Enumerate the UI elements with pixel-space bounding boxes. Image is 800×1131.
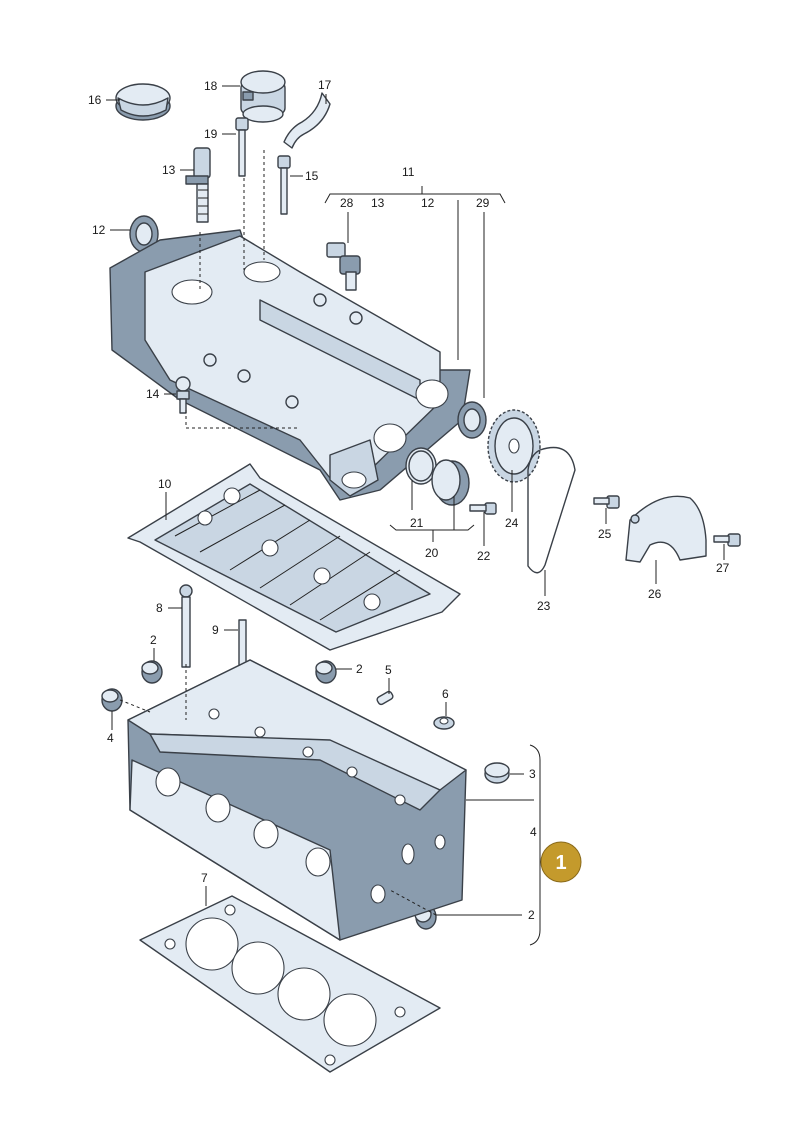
- callout-13b: 13: [371, 196, 385, 210]
- sealing-plug-4: [101, 688, 123, 712]
- callout-12b: 12: [421, 196, 435, 210]
- callout-8: 8: [156, 601, 163, 615]
- hall-sensor: [326, 242, 361, 291]
- ball-stud: [175, 376, 191, 414]
- end-cap: [431, 459, 470, 506]
- callout-21: 21: [410, 516, 424, 530]
- main-item-badge[interactable]: 1: [540, 841, 582, 883]
- callout-4a: 4: [107, 731, 114, 745]
- toothed-belt: [527, 446, 576, 574]
- callout-18: 18: [204, 79, 218, 93]
- callout-23: 23: [537, 599, 551, 613]
- shaft-seal: [457, 401, 487, 439]
- callout-labels: 16 18 17 19 13 15 11 28 13 12 29 12 14 1…: [88, 78, 730, 922]
- bolt-22: [469, 502, 497, 515]
- dowel-pin: [376, 690, 394, 706]
- callout-9: 9: [212, 623, 219, 637]
- sealing-plug-3: [484, 762, 510, 784]
- callout-13a: 13: [162, 163, 176, 177]
- callout-2c: 2: [528, 908, 535, 922]
- stud-9: [238, 619, 247, 667]
- callout-10: 10: [158, 477, 172, 491]
- leader-lines: [106, 85, 725, 946]
- callout-2b: 2: [356, 662, 363, 676]
- bolt-27: [713, 533, 741, 547]
- callout-27: 27: [716, 561, 730, 575]
- sealing-plug-2-left: [141, 660, 163, 684]
- callout-19: 19: [204, 127, 218, 141]
- callout-16: 16: [88, 93, 102, 107]
- camshaft-control-valve: [185, 147, 211, 223]
- callout-3: 3: [529, 767, 536, 781]
- callout-6: 6: [442, 687, 449, 701]
- callout-2a: 2: [150, 633, 157, 647]
- timing-belt-guard: [625, 495, 707, 563]
- sealing-plug-2-top: [315, 660, 337, 684]
- bolt-19: [235, 117, 249, 177]
- callout-14: 14: [146, 387, 160, 401]
- callout-29: 29: [476, 196, 490, 210]
- callout-5: 5: [385, 663, 392, 677]
- cylinder-head: [127, 659, 467, 941]
- callout-17: 17: [318, 78, 332, 92]
- callout-28: 28: [340, 196, 354, 210]
- cover-gasket: [127, 463, 461, 651]
- oil-filler-cap: [115, 83, 171, 121]
- cylinder-head-bolt: [179, 584, 193, 668]
- callout-26: 26: [648, 587, 662, 601]
- camshaft-sprocket: [487, 409, 541, 483]
- callout-12: 12: [92, 223, 106, 237]
- callout-15: 15: [305, 169, 319, 183]
- callout-4b: 4: [530, 825, 537, 839]
- breather-hose: [283, 92, 331, 149]
- cylinder-head-cover: [109, 229, 471, 501]
- nut-6: [433, 716, 455, 730]
- callout-24: 24: [505, 516, 519, 530]
- callout-11: 11: [402, 165, 415, 179]
- callout-7: 7: [201, 871, 208, 885]
- callout-20: 20: [425, 546, 439, 560]
- callout-25: 25: [598, 527, 612, 541]
- bolt-25: [593, 495, 620, 509]
- bolt-15: [277, 155, 291, 215]
- cylinder-head-gasket: [139, 895, 441, 1073]
- badge-label: 1: [555, 852, 566, 874]
- callout-22: 22: [477, 549, 491, 563]
- breather-valve: [240, 70, 286, 123]
